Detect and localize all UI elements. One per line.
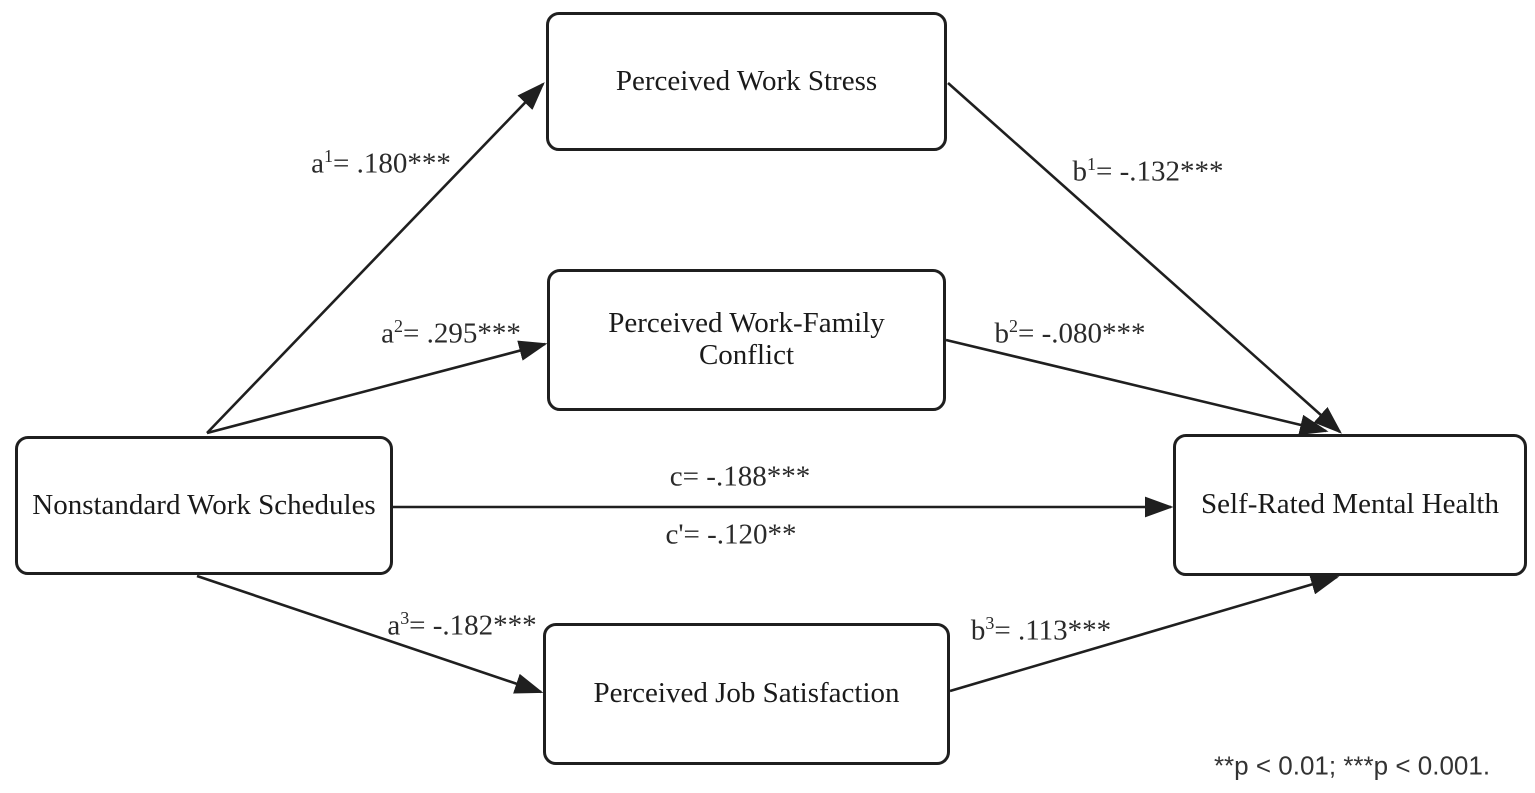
path-b2-arrow xyxy=(945,338,1329,436)
node-perceived-work-family-conflict: Perceived Work-Family Conflict xyxy=(547,269,946,411)
path-a2-arrow xyxy=(206,340,548,435)
node-label: Nonstandard Work Schedules xyxy=(32,488,376,521)
path-a1-arrow xyxy=(206,82,545,434)
node-nonstandard-work-schedules: Nonstandard Work Schedules xyxy=(15,436,393,575)
path-label-c-prime: c'= -.120** xyxy=(665,518,797,551)
path-label-a1: a1= .180*** xyxy=(311,145,451,180)
node-label: Perceived Work-Family Conflict xyxy=(608,307,885,371)
path-label-b2: b2= -.080*** xyxy=(994,315,1146,350)
path-label-b3: b3= .113*** xyxy=(970,612,1112,647)
path-b1-arrow xyxy=(947,82,1342,434)
path-label-c: c= -.188*** xyxy=(669,460,811,493)
node-perceived-work-stress: Perceived Work Stress xyxy=(546,12,947,151)
path-label-b1: b1= -.132*** xyxy=(1072,153,1224,188)
path-label-a2: a2= .295*** xyxy=(381,315,521,350)
path-label-a3: a3= -.182*** xyxy=(387,607,537,642)
significance-note: **p < 0.01; ***p < 0.001. xyxy=(1213,750,1491,781)
node-label: Perceived Work Stress xyxy=(615,64,878,97)
node-self-rated-mental-health: Self-Rated Mental Health xyxy=(1173,434,1527,576)
node-perceived-job-satisfaction: Perceived Job Satisfaction xyxy=(543,623,950,765)
node-label: Self-Rated Mental Health xyxy=(1201,488,1499,521)
node-label: Perceived Job Satisfaction xyxy=(593,677,900,710)
